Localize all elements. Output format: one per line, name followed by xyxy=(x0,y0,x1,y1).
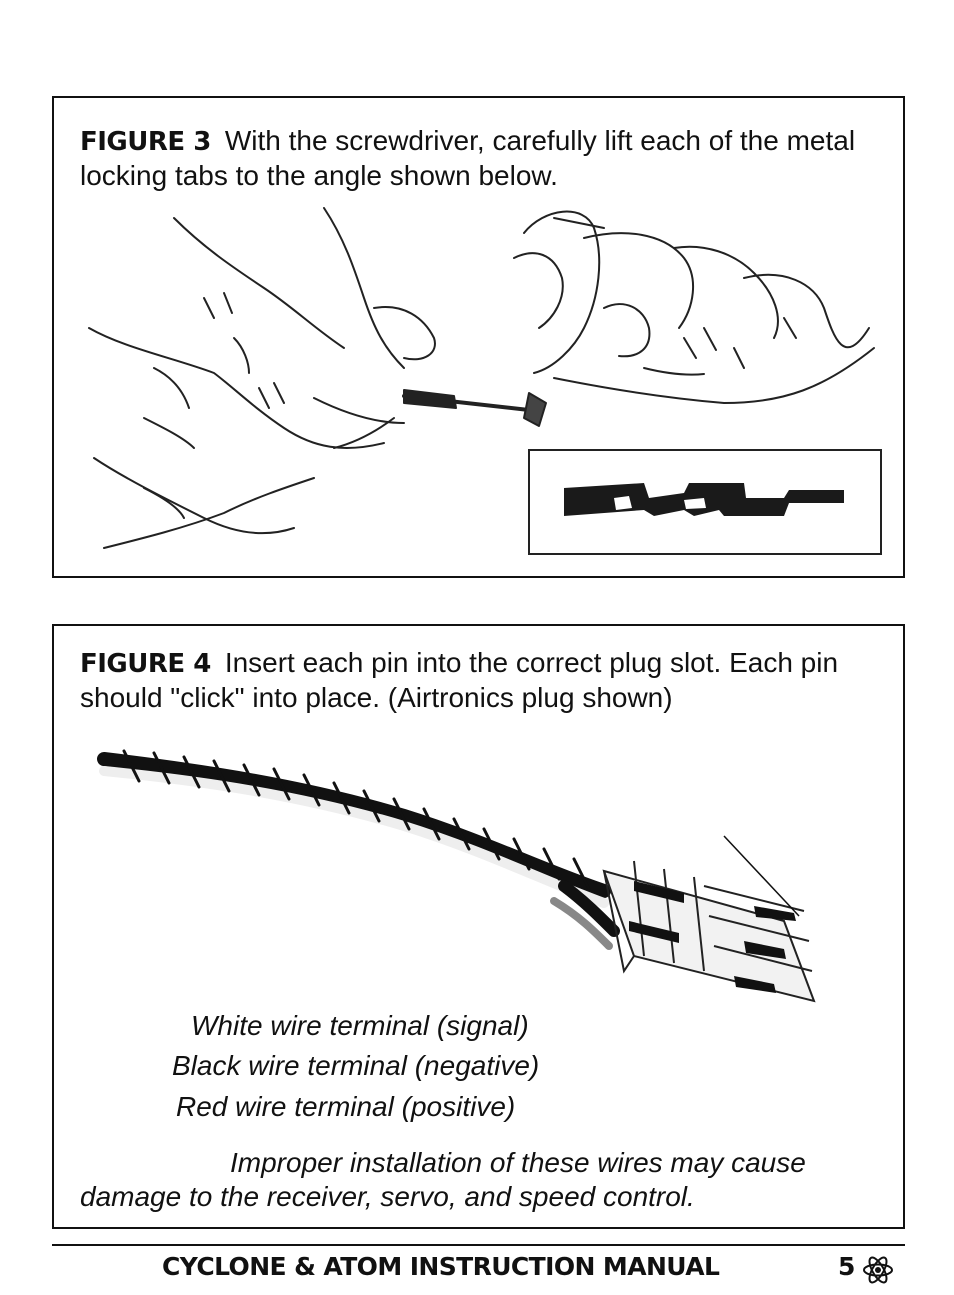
atom-icon xyxy=(863,1256,893,1284)
figure-4-text: Insert each pin into the correct plug sl… xyxy=(80,647,839,713)
black-wire-label: Black wire terminal (negative) xyxy=(172,1050,540,1081)
white-wire-label: White wire terminal (signal) xyxy=(191,1010,529,1041)
locking-tab-detail xyxy=(564,483,844,516)
twisted-wires-plug-illustration xyxy=(97,749,816,1003)
red-wire-label: Red wire terminal (positive) xyxy=(176,1091,516,1122)
figure-4-label: FIGURE 4 xyxy=(80,649,211,679)
warning-text: Improper installation of these wires may… xyxy=(80,1147,806,1212)
footer-divider xyxy=(52,1244,905,1246)
footer-title: CYCLONE & ATOM INSTRUCTION MANUAL xyxy=(162,1252,720,1281)
hands-screwdriver-illustration xyxy=(88,207,882,555)
figure-3-text: With the screwdriver, carefully lift eac… xyxy=(80,125,856,191)
figure-3-label: FIGURE 3 xyxy=(80,127,211,157)
page-number: 5 xyxy=(838,1252,856,1281)
